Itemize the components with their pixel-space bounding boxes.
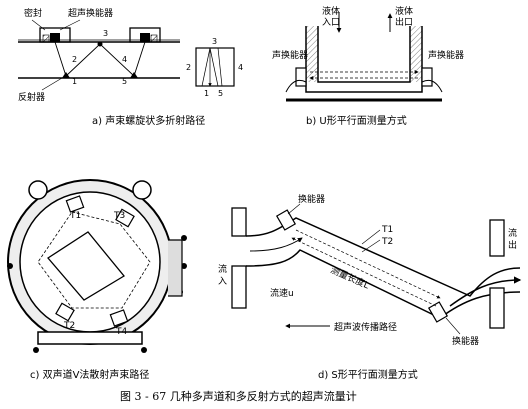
label-outlet-1: 液体 [395, 5, 413, 17]
label-d-in-2: 入 [218, 276, 227, 287]
path-number-5: 5 [122, 77, 127, 86]
beam-path [54, 41, 146, 77]
transducer-t4 [109, 309, 129, 327]
panel-a: 密封 超声换能器 反射器 1 2 3 4 5 3 2 4 1 5 a) 声束螺旋… [18, 7, 243, 127]
label-d-propagation: 超声波传播路径 [334, 321, 397, 333]
cs-number-1: 1 [204, 89, 209, 98]
flow-out-arrow [449, 276, 522, 307]
cs-number-2: 2 [186, 63, 191, 72]
path-number-1: 1 [72, 77, 77, 86]
label-seal: 密封 [24, 7, 42, 19]
flow-in-arrow [249, 237, 303, 252]
reflector-5 [130, 72, 138, 78]
cs-number-5: 5 [218, 89, 223, 98]
path-number-3: 3 [103, 29, 108, 38]
caption-d: d) S形平行面测量方式 [318, 368, 418, 381]
caption-c: c) 双声道V法散射声束路径 [30, 368, 149, 381]
path-number-4: 4 [122, 55, 127, 64]
panel-d: 换能器 T1 T2 测量长度L 流速u 流 入 流 出 超声波传播路径 换能器 … [218, 193, 522, 381]
panel-c: T1 T3 T2 T4 c) 双声道V法散射声束路径 [7, 179, 187, 381]
reflector-1 [62, 72, 70, 78]
label-outlet-2: 出口 [395, 16, 413, 28]
figure-caption: 图 3 - 67 几种多声道和多反射方式的超声流量计 [120, 389, 357, 403]
panel-b: 液体 入口 液体 出口 声换能器 声换能器 b) U形平行面测量方式 [272, 5, 464, 127]
cs-number-4: 4 [238, 63, 243, 72]
label-inlet-1: 液体 [322, 5, 340, 17]
label-d-t1: T1 [381, 225, 393, 235]
label-transducer: 超声换能器 [68, 7, 113, 19]
label-t1: T1 [69, 211, 81, 221]
cross-section: 3 2 4 1 5 [186, 37, 243, 98]
transducer-t1 [65, 195, 85, 213]
label-d-out-2: 出 [508, 239, 517, 251]
beam-path-dashed [37, 211, 151, 309]
transducer-b-right [421, 67, 433, 87]
s-channel-top [245, 217, 521, 297]
label-t2: T2 [63, 321, 75, 331]
transducer-d-top [275, 209, 297, 231]
transducer-t2 [55, 302, 75, 322]
pipe-base [37, 331, 143, 345]
label-d-length: 测量长度L [329, 264, 371, 292]
label-d-in-1: 流 [218, 263, 227, 275]
transducer-t3 [115, 208, 135, 228]
beam-path-solid [47, 231, 125, 301]
label-d-velocity: 流速u [270, 287, 294, 299]
cs-number-3: 3 [212, 37, 217, 46]
caption-b: b) U形平行面测量方式 [306, 114, 407, 127]
label-b-right-transducer: 声换能器 [428, 49, 464, 61]
label-t4: T4 [115, 327, 127, 337]
label-inlet-2: 入口 [322, 17, 340, 28]
caption-a: a) 声束螺旋状多折射路径 [92, 114, 205, 127]
s-channel-bottom [245, 249, 521, 319]
label-d-transducer-bottom: 换能器 [452, 335, 479, 347]
label-b-left-transducer: 声换能器 [272, 49, 308, 61]
transducer-d-bottom [427, 301, 449, 323]
label-d-t2: T2 [381, 237, 393, 247]
transducer-b-left [295, 67, 307, 87]
label-t3: T3 [113, 211, 125, 221]
path-number-2: 2 [72, 55, 77, 64]
u-channel-inner [317, 26, 411, 83]
label-d-out-1: 流 [508, 227, 517, 239]
pipe-inner [19, 191, 161, 333]
label-d-transducer-top: 换能器 [298, 193, 325, 205]
label-reflector: 反射器 [18, 91, 45, 103]
